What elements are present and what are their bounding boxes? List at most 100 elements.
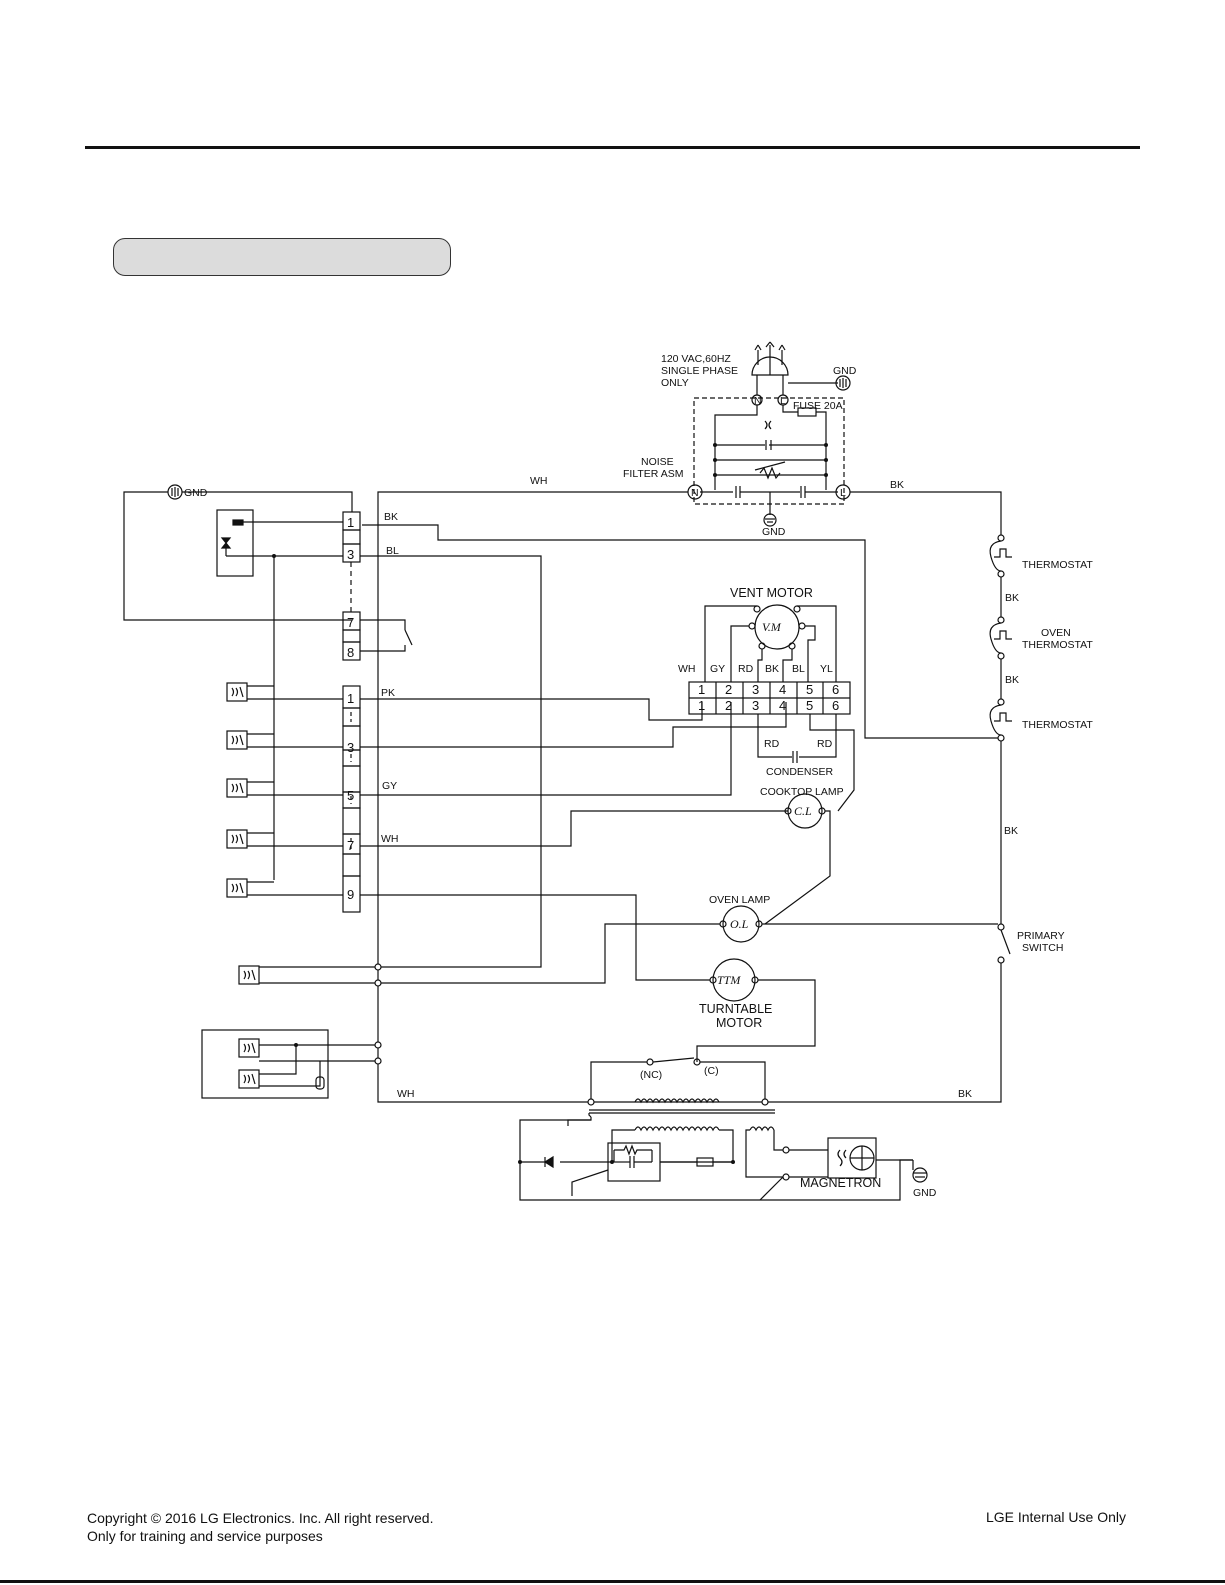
cn-upper-label-7: 7 xyxy=(347,615,354,630)
cn-lower-label-3: 3 xyxy=(347,740,354,755)
thermostat-icon xyxy=(989,534,1012,578)
magnetron-label: MAGNETRON xyxy=(800,1176,881,1190)
footer-left: Copyright © 2016 LG Electronics. Inc. Al… xyxy=(87,1509,433,1545)
cn-lower-label-5: 5 xyxy=(347,788,354,803)
vm-pin-6b: 6 xyxy=(832,698,839,713)
bk-vm-wire xyxy=(360,702,787,748)
bl-wire xyxy=(360,555,542,968)
primary-switch-blade xyxy=(1000,929,1011,955)
vm-pin-2a: 2 xyxy=(725,682,732,697)
noise-filter-label-2: FILTER ASM xyxy=(623,468,683,480)
primary-switch-label-2: SWITCH xyxy=(1022,942,1063,954)
thermostat-label-1: THERMOSTAT xyxy=(1022,559,1093,571)
rd-label-right: RD xyxy=(817,738,833,750)
oven-thermostat-label-1: OVEN xyxy=(1041,627,1071,639)
ground-icon xyxy=(835,375,851,391)
magnetron-ground-icon xyxy=(912,1167,928,1183)
plug-l-label: L xyxy=(780,395,786,407)
oven-thermostat-icon xyxy=(989,616,1012,660)
supply-label-3: ONLY xyxy=(661,377,689,389)
fuse-label: FUSE 20A xyxy=(793,400,843,412)
cooktop-lamp-circle xyxy=(787,793,823,829)
vm-pin-2b: 2 xyxy=(725,698,732,713)
vm-color-6: YL xyxy=(820,663,833,675)
oven-thermostat-label-2: THERMOSTAT xyxy=(1022,639,1093,651)
c-label: (C) xyxy=(704,1065,719,1077)
cn-lower-pin7 xyxy=(342,807,361,835)
oven-lamp-symbol: O.L xyxy=(730,917,749,931)
turntable-label-2: MOTOR xyxy=(716,1016,762,1030)
rd-cl-wire xyxy=(809,714,855,812)
supply-label-2: SINGLE PHASE xyxy=(661,365,738,377)
cn-upper-label-8: 8 xyxy=(347,645,354,660)
relay-module xyxy=(216,509,254,577)
wh-label-top: WH xyxy=(530,475,548,487)
magnetron-icon xyxy=(827,1137,877,1179)
bk-return-wire xyxy=(765,963,1002,1103)
primary-switch-label-1: PRIMARY xyxy=(1017,930,1065,942)
footer-purpose: Only for training and service purposes xyxy=(87,1528,323,1544)
bk-label-top: BK xyxy=(890,479,904,491)
cooktop-lamp-symbol: C.L xyxy=(794,804,812,818)
vm-pin-1b: 1 xyxy=(698,698,705,713)
filter-l-label: L xyxy=(840,487,846,499)
noise-filter-label-1: NOISE xyxy=(641,456,674,468)
footer-copyright: Copyright © 2016 LG Electronics. Inc. Al… xyxy=(87,1510,434,1526)
thermostat-2-icon xyxy=(989,698,1012,742)
wh-label-cn7: WH xyxy=(381,833,399,845)
bk-main-wire xyxy=(850,491,1002,535)
primary-switch-contact xyxy=(997,923,1005,931)
ttm-symbol: TTM xyxy=(717,973,741,987)
gnd-magnetron-label: GND xyxy=(913,1187,937,1199)
gy-label: GY xyxy=(382,780,397,792)
pk-wire xyxy=(360,698,703,721)
filter-n-label: N xyxy=(691,487,699,499)
vm-color-3: RD xyxy=(738,663,754,675)
bk-label-cn1: BK xyxy=(384,511,398,523)
bk-label-th2: BK xyxy=(1005,674,1019,686)
oven-lamp-label: OVEN LAMP xyxy=(709,894,770,906)
ol-wh-wire xyxy=(378,923,720,984)
vm-color-2: GY xyxy=(710,663,725,675)
vm-pin-3a: 3 xyxy=(752,682,759,697)
transformer-secondary xyxy=(634,1126,720,1132)
section-title-tab xyxy=(113,238,451,276)
gnd-filter-label: GND xyxy=(762,526,786,538)
relay-ry8-icon xyxy=(238,1069,260,1089)
vm-pin-5a: 5 xyxy=(806,682,813,697)
turntable-label-1: TURNTABLE xyxy=(699,1002,772,1016)
bk-label-bottom: BK xyxy=(958,1088,972,1100)
relay-ry3-icon xyxy=(226,778,248,798)
vm-pin-4b: 4 xyxy=(779,698,786,713)
bl-label: BL xyxy=(386,545,399,557)
vm-color-4: BK xyxy=(765,663,779,675)
vm-pin-1a: 1 xyxy=(698,682,705,697)
nc-label: (NC) xyxy=(640,1069,662,1081)
relay-ry2-icon xyxy=(226,730,248,750)
relay-ry4-icon xyxy=(226,829,248,849)
noise-filter-box xyxy=(693,397,845,505)
relay-ry1-icon xyxy=(226,682,248,702)
vm-pin-4a: 4 xyxy=(779,682,786,697)
bk-label-th1: BK xyxy=(1005,592,1019,604)
rd-label-left: RD xyxy=(764,738,780,750)
vent-motor-label: VENT MOTOR xyxy=(730,586,813,600)
wh-main-wire xyxy=(377,491,688,1103)
ground-icon-left xyxy=(167,484,183,500)
cn-lower-label-9: 9 xyxy=(347,887,354,902)
cooktop-lamp-label: COOKTOP LAMP xyxy=(760,786,844,798)
gnd-top-label: GND xyxy=(833,365,857,377)
vm-pin-6a: 6 xyxy=(832,682,839,697)
filter-ground-icon xyxy=(763,513,777,527)
gy-wire xyxy=(360,702,732,796)
bk-cn1-wire xyxy=(362,524,998,739)
cn-upper-label-1: 1 xyxy=(347,515,354,530)
cn-lower-label-1: 1 xyxy=(347,691,354,706)
thermostat-label-2: THERMOSTAT xyxy=(1022,719,1093,731)
oven-lamp-circle xyxy=(722,905,760,943)
plug-n-label: N xyxy=(754,395,762,407)
transformer-primary xyxy=(634,1098,720,1104)
relay-ry5-icon xyxy=(226,878,248,898)
supply-label-1: 120 VAC,60HZ xyxy=(661,353,731,365)
